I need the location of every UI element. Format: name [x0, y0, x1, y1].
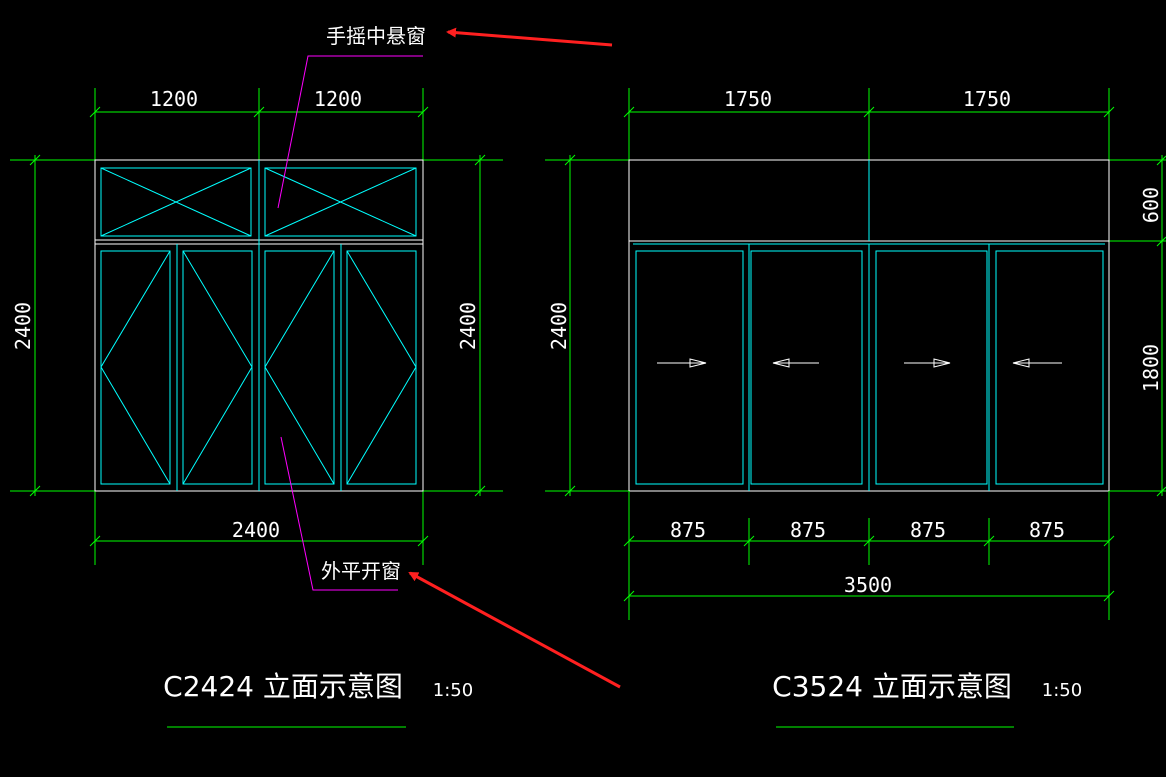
dimension-top-left — [89, 88, 429, 160]
dim-text-height-right: 2400 — [456, 302, 480, 350]
dim-text-1800: 1800 — [1139, 344, 1163, 392]
dim-text-875-1: 875 — [670, 518, 706, 542]
dim-text-1200-left: 1200 — [150, 87, 198, 111]
dim-text-1750-left: 1750 — [724, 87, 772, 111]
arrow-right-icon — [933, 358, 951, 368]
dimension-left-height-right-drawing — [564, 154, 576, 497]
dim-text-3500: 3500 — [844, 573, 892, 597]
dim-text-1200-right: 1200 — [314, 87, 362, 111]
dim-text-875-4: 875 — [1029, 518, 1065, 542]
dimension-total — [623, 590, 1115, 602]
drawing-title-c3524: C3524 立面示意图 — [772, 670, 1012, 703]
arrow-left-icon — [1012, 358, 1030, 368]
extension-lines-horizontal-right — [545, 159, 1166, 492]
drawing-title-c2424: C2424 立面示意图 — [163, 670, 403, 703]
dim-text-height-left-right-drawing: 2400 — [547, 302, 571, 350]
drawing-c3524: 1750 1750 2400 600 1800 — [545, 87, 1166, 728]
annotation-casement-window: 外平开窗 — [321, 559, 401, 583]
dim-text-600: 600 — [1139, 187, 1163, 223]
extension-lines-horizontal — [10, 159, 503, 492]
dim-text-1750-right: 1750 — [963, 87, 1011, 111]
top-hung-sashes — [100, 160, 417, 244]
annotation-leaders — [277, 55, 423, 591]
arrow-pointing-casement — [408, 571, 621, 689]
dimension-top-right — [623, 88, 1115, 160]
sliding-sashes — [633, 243, 1105, 491]
drawing-c2424: 1200 1200 2400 2400 2400 — [10, 24, 503, 728]
dim-text-2400-bottom: 2400 — [232, 518, 280, 542]
dimension-left-height — [29, 154, 41, 497]
dimension-bottom — [89, 491, 429, 565]
arrow-right-icon — [689, 358, 707, 368]
casement-sashes — [100, 244, 417, 491]
dim-text-875-2: 875 — [790, 518, 826, 542]
dimension-right-height — [474, 154, 486, 497]
dim-text-875-3: 875 — [910, 518, 946, 542]
sliding-direction-arrows — [657, 358, 1062, 368]
dim-text-height-left: 2400 — [11, 302, 35, 350]
drawing-scale-left: 1:50 — [433, 680, 473, 701]
red-callout-arrows — [408, 27, 621, 689]
arrow-left-icon — [772, 358, 790, 368]
arrow-pointing-top-hung — [446, 27, 613, 47]
dimension-bottom-segments — [623, 491, 1115, 620]
drawing-scale-right: 1:50 — [1042, 680, 1082, 701]
dimension-right-split — [1156, 155, 1166, 497]
annotation-top-hung-window: 手摇中悬窗 — [326, 24, 426, 48]
